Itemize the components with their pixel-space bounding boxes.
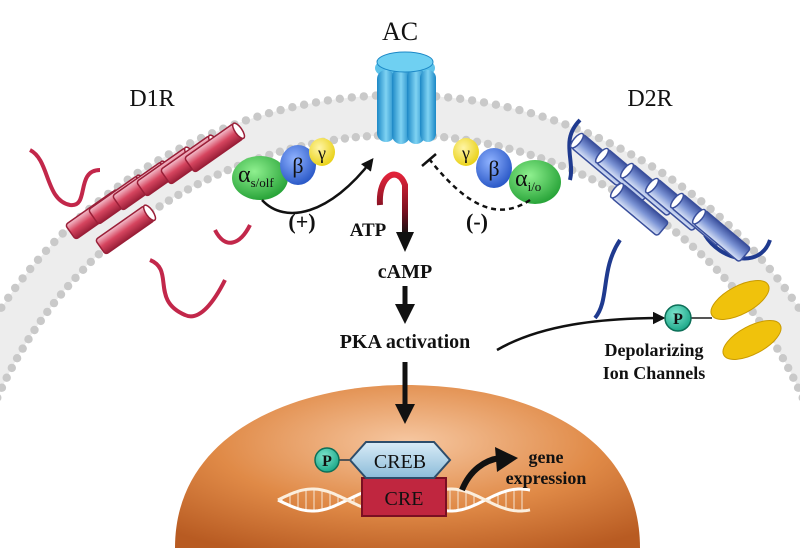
svg-text:β: β xyxy=(292,153,303,178)
pka-label: PKA activation xyxy=(340,331,471,353)
adenylyl-cyclase xyxy=(375,51,436,144)
d1r-receptor xyxy=(28,122,252,319)
atp-arrow xyxy=(376,171,408,235)
ion-channels xyxy=(710,280,782,360)
gene-label: gene xyxy=(529,447,564,467)
depolarizing-label: Depolarizing xyxy=(605,340,704,360)
cre-label: CRE xyxy=(385,488,424,510)
gamma-subunit-left xyxy=(309,138,335,166)
expression-label: expression xyxy=(506,468,587,488)
pka-to-channel-arrow xyxy=(496,311,666,352)
minus-label: (-) xyxy=(466,209,488,234)
svg-text:αi/o: αi/o xyxy=(515,166,541,194)
creb-label: CREB xyxy=(374,451,426,473)
atp-label: ATP xyxy=(350,220,387,241)
beta-subunit-right xyxy=(476,148,512,188)
d1r-label: D1R xyxy=(129,86,174,112)
plus-label: (+) xyxy=(288,209,315,234)
d2r-receptor xyxy=(567,118,772,320)
svg-text:P: P xyxy=(673,311,683,328)
svg-text:γ: γ xyxy=(461,143,470,163)
activation-arrow xyxy=(261,158,374,215)
svg-text:γ: γ xyxy=(317,143,326,163)
atp-arrowhead xyxy=(396,232,414,252)
phospho-creb: P xyxy=(314,447,340,473)
g-protein-s: αs/olf β γ xyxy=(232,138,335,200)
camp-label: cAMP xyxy=(378,261,432,283)
ac-label: AC xyxy=(382,17,418,46)
creb-hexagon xyxy=(348,441,452,479)
phospho-ion-channel: P xyxy=(664,304,692,332)
inhibition-arrow xyxy=(429,159,531,211)
svg-text:β: β xyxy=(488,156,499,181)
g-protein-i: γ β αi/o xyxy=(453,138,561,204)
gamma-subunit-right xyxy=(453,138,479,166)
d2r-label: D2R xyxy=(627,86,672,112)
ion-channels-label: Ion Channels xyxy=(603,363,706,383)
alpha-i-subunit xyxy=(509,160,561,204)
inhibition-bar xyxy=(421,153,437,167)
alpha-s-subunit xyxy=(232,156,288,200)
svg-text:αs/olf: αs/olf xyxy=(238,162,274,190)
beta-subunit-left xyxy=(280,145,316,185)
svg-text:P: P xyxy=(322,453,332,470)
cre-box xyxy=(361,477,447,517)
